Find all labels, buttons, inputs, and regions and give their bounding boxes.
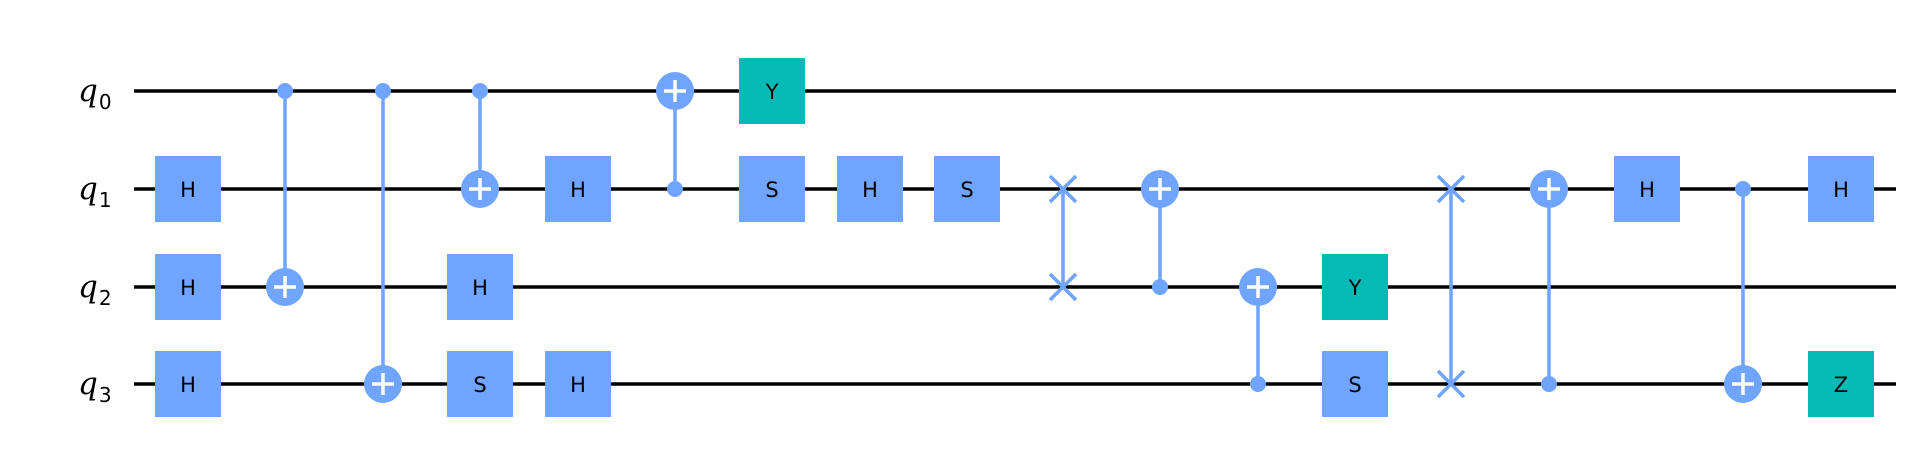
control-dot bbox=[375, 83, 391, 99]
gate-h: H bbox=[155, 351, 221, 417]
cnot-gate bbox=[364, 83, 402, 403]
gate-label: S bbox=[1348, 373, 1361, 397]
gate-box bbox=[1808, 156, 1874, 222]
gate-h: H bbox=[545, 351, 611, 417]
gate-y: Y bbox=[739, 58, 805, 124]
qubit-index: 2 bbox=[99, 286, 112, 310]
gate-h: H bbox=[837, 156, 903, 222]
gate-label: H bbox=[570, 373, 586, 397]
circuit-operations: H H H H S H H Y S H S Y S H H Z bbox=[155, 58, 1874, 417]
cnot-gate bbox=[1724, 181, 1762, 403]
gate-label: Z bbox=[1834, 373, 1848, 397]
gate-box bbox=[1808, 351, 1874, 417]
swap-gate bbox=[1436, 174, 1466, 399]
qubit-label: q0 bbox=[78, 73, 112, 114]
gate-h: H bbox=[155, 156, 221, 222]
gate-label: H bbox=[1833, 178, 1849, 202]
gate-y: Y bbox=[1322, 254, 1388, 320]
gate-h: H bbox=[545, 156, 611, 222]
gate-label: S bbox=[765, 178, 778, 202]
gate-box bbox=[155, 156, 221, 222]
gate-label: H bbox=[570, 178, 586, 202]
gate-h: H bbox=[155, 254, 221, 320]
cnot-gate bbox=[461, 83, 499, 208]
swap-gate bbox=[1048, 174, 1078, 302]
gate-h: H bbox=[447, 254, 513, 320]
gate-box bbox=[1614, 156, 1680, 222]
gate-label: H bbox=[180, 373, 196, 397]
gate-box bbox=[545, 156, 611, 222]
qubit-wires bbox=[134, 89, 1896, 386]
swap-cross bbox=[1048, 272, 1078, 302]
gate-s: S bbox=[447, 351, 513, 417]
qubit-index: 1 bbox=[99, 188, 112, 212]
gate-label: H bbox=[180, 178, 196, 202]
control-dot bbox=[472, 83, 488, 99]
gate-box bbox=[155, 351, 221, 417]
gate-label: Y bbox=[1348, 276, 1362, 300]
gate-box bbox=[155, 254, 221, 320]
gate-box bbox=[739, 58, 805, 124]
gate-h: H bbox=[1808, 156, 1874, 222]
swap-cross bbox=[1436, 369, 1466, 399]
cnot-gate bbox=[266, 83, 304, 306]
gate-s: S bbox=[934, 156, 1000, 222]
gate-z: Z bbox=[1808, 351, 1874, 417]
gate-box bbox=[545, 351, 611, 417]
cnot-gate bbox=[1239, 268, 1277, 392]
control-dot bbox=[1250, 376, 1266, 392]
control-dot bbox=[1152, 279, 1168, 295]
gate-box bbox=[934, 156, 1000, 222]
gate-box bbox=[1322, 254, 1388, 320]
control-dot bbox=[1541, 376, 1557, 392]
gate-label: Y bbox=[765, 80, 779, 104]
gate-box bbox=[739, 156, 805, 222]
gate-s: S bbox=[739, 156, 805, 222]
gate-label: H bbox=[1639, 178, 1655, 202]
qubit-label: q3 bbox=[78, 366, 112, 407]
qubit-name: q bbox=[78, 366, 98, 402]
gate-s: S bbox=[1322, 351, 1388, 417]
control-dot bbox=[667, 181, 683, 197]
gate-box bbox=[1322, 351, 1388, 417]
qubit-name: q bbox=[78, 269, 98, 305]
cnot-gate bbox=[656, 72, 694, 197]
gate-label: H bbox=[472, 276, 488, 300]
qubit-name: q bbox=[78, 73, 98, 109]
gate-label: H bbox=[180, 276, 196, 300]
gate-label: H bbox=[862, 178, 878, 202]
gate-h: H bbox=[1614, 156, 1680, 222]
gate-label: S bbox=[473, 373, 486, 397]
cnot-gate bbox=[1141, 170, 1179, 295]
qubit-label: q2 bbox=[78, 269, 112, 310]
control-dot bbox=[277, 83, 293, 99]
swap-cross bbox=[1048, 174, 1078, 204]
gate-box bbox=[837, 156, 903, 222]
qubit-index: 0 bbox=[99, 90, 112, 114]
gate-box bbox=[447, 351, 513, 417]
gate-label: S bbox=[960, 178, 973, 202]
qubit-name: q bbox=[78, 171, 98, 207]
gate-box bbox=[447, 254, 513, 320]
swap-cross bbox=[1436, 174, 1466, 204]
qubit-label: q1 bbox=[78, 171, 112, 212]
qubit-index: 3 bbox=[99, 383, 112, 407]
cnot-gate bbox=[1530, 170, 1568, 392]
control-dot bbox=[1735, 181, 1751, 197]
